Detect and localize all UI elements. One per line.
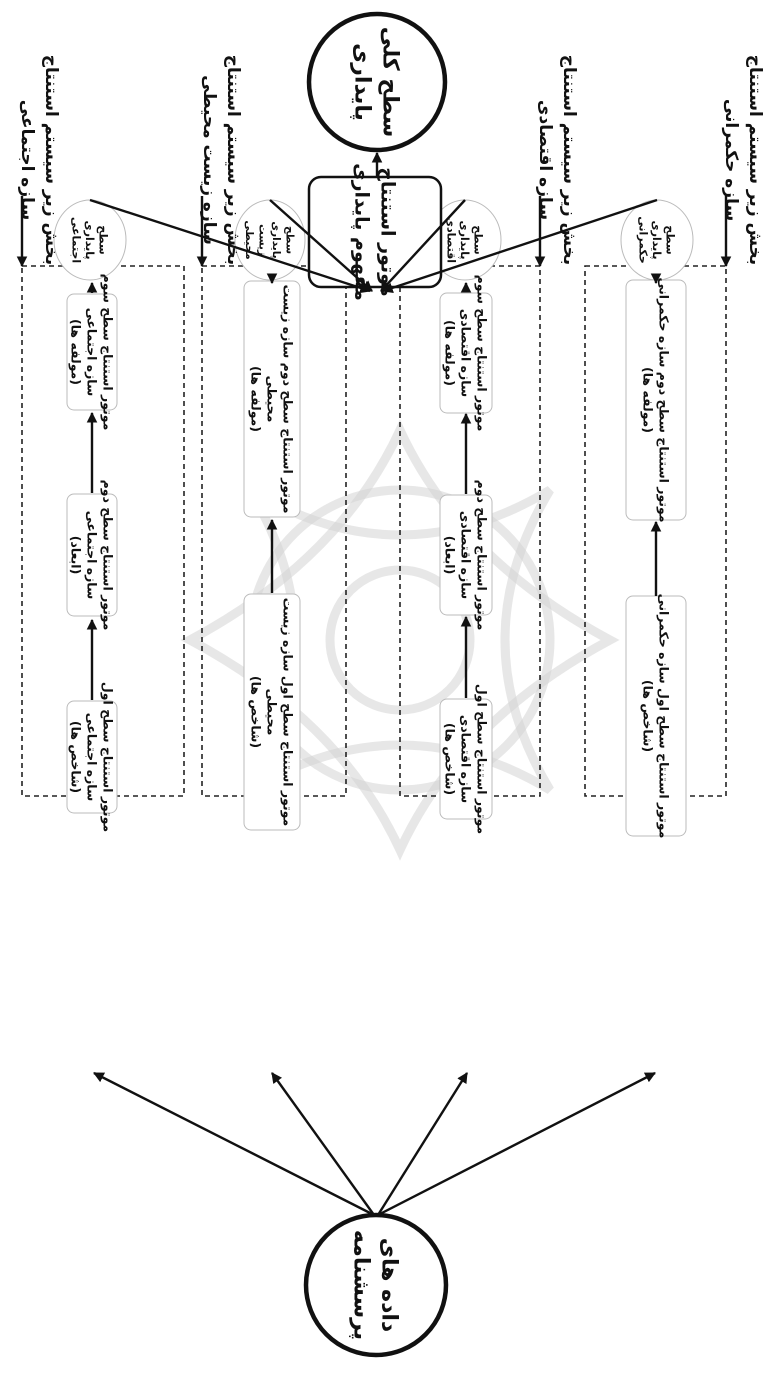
level-label-environmental-line: محیطی bbox=[243, 220, 255, 259]
output-label-social: بخش زیر سیستم استنتاجسازه اجتماعی bbox=[17, 55, 61, 265]
stage-label-environmental-2: موتور استنتاج سطح دوم سازه زیستمحیطی(مول… bbox=[249, 285, 296, 514]
stage-label-social-2-line: سازه اجتماعی bbox=[85, 511, 100, 600]
overall-level-label: سطح کلیپایداری bbox=[349, 27, 402, 138]
output-label-governance: بخش زیر سیستم استنتاجسازه حکمرانی bbox=[721, 55, 765, 265]
stage-label-social-1: موتور استنتاج سطح اولسازه اجتماعی(شاخص ه… bbox=[69, 682, 116, 832]
stage-label-governance-1-line: موتور استنتاج سطح اول سازه حکمرانی bbox=[657, 594, 672, 839]
level-label-governance-line: سطح bbox=[664, 225, 677, 254]
level-label-governance-line: حکمرانی bbox=[637, 216, 650, 264]
sustainability-engine-label: موتور استنتاجمفهوم پایداری bbox=[350, 163, 398, 301]
output-label-environmental-line: بخش زیر سیستم استنتاج bbox=[223, 55, 243, 265]
arrow-data-to-gov bbox=[377, 1071, 656, 1217]
output-label-governance-line: سازه حکمرانی bbox=[721, 99, 741, 221]
stage-label-economic-1: موتور استنتاج سطح اولسازه اقتصادی(شاخص ه… bbox=[443, 684, 490, 834]
level-label-governance-line: پایداری bbox=[650, 221, 663, 260]
stage-label-governance-2: موتور استنتاج سطح دوم سازه حکمرانی(مولفه… bbox=[641, 277, 672, 522]
questionnaire-label: داده هایپرسشنامه bbox=[348, 1230, 401, 1340]
stage-label-environmental-2-line: (مولفه ها) bbox=[249, 366, 264, 432]
questionnaire-label-line: پرسشنامه bbox=[348, 1230, 373, 1340]
stage-label-environmental-1-line: محیطی bbox=[265, 689, 280, 736]
stage-label-environmental-1-line: موتور استنتاج سطح اول سازه زیست bbox=[281, 598, 296, 826]
level-label-environmental-line: پایداری bbox=[270, 221, 282, 258]
questionnaire-circle bbox=[303, 1212, 449, 1358]
arrow-social-level-to-inference bbox=[89, 198, 372, 294]
stage-label-economic-1-line: سازه اقتصادی bbox=[459, 715, 474, 803]
level-label-social: سطحپایداریاجتماعی bbox=[70, 217, 110, 263]
stage-label-economic-3: موتور استنتاج سطح سومسازه اقتصادی(مولفه … bbox=[443, 275, 490, 432]
sustainability-engine-label-line: موتور استنتاج bbox=[376, 167, 398, 297]
stage-label-economic-1-line: (شاخص ها) bbox=[443, 723, 458, 795]
overall-level-label-line: سطح کلی bbox=[377, 27, 402, 138]
level-label-social-line: اجتماعی bbox=[70, 217, 83, 263]
level-label-economic-line: پایداری bbox=[458, 221, 471, 260]
stage-label-social-3: موتور استنتاج سطح سومسازه اجتماعی(مولفه … bbox=[69, 274, 116, 431]
stage-label-governance-2-line: موتور استنتاج سطح دوم سازه حکمرانی bbox=[656, 277, 672, 522]
stage-label-social-1-line: سازه اجتماعی bbox=[85, 713, 100, 802]
overall-level-label-line: پایداری bbox=[349, 43, 374, 121]
stage-label-economic-2-line: (ابعاد) bbox=[443, 536, 458, 575]
level-label-environmental-line: سطح bbox=[284, 226, 296, 254]
level-label-social-line: سطح bbox=[97, 225, 110, 254]
output-label-environmental-line: سازه زیست محیطی bbox=[199, 75, 219, 245]
level-label-social-line: پایداری bbox=[83, 221, 96, 260]
sustainability-engine-label-line: مفهوم پایداری bbox=[350, 163, 372, 301]
level-label-environmental: سطحپایداریزیستمحیطی bbox=[243, 220, 296, 259]
stage-boxes bbox=[66, 279, 687, 837]
level-label-economic: سطحپایداریاقتصادی bbox=[445, 217, 485, 263]
stage-label-economic-3-line: موتور استنتاج سطح سوم bbox=[474, 275, 490, 432]
level-label-environmental-line: زیست bbox=[257, 224, 269, 256]
arrow-data-to-env bbox=[271, 1072, 375, 1216]
level-label-economic-line: سطح bbox=[472, 225, 485, 254]
stage-label-social-3-line: (مولفه ها) bbox=[69, 319, 84, 385]
stage-label-environmental-1: موتور استنتاج سطح اول سازه زیستمحیطی(شاخ… bbox=[249, 598, 296, 826]
arrow-data-to-econ bbox=[376, 1072, 469, 1216]
stage-label-social-2-line: (ابعاد) bbox=[69, 536, 84, 575]
stage-label-economic-3-line: (مولفه ها) bbox=[443, 320, 458, 386]
output-label-economic-line: سازه اقتصادی bbox=[535, 100, 555, 220]
stage-label-economic-3-line: سازه اقتصادی bbox=[459, 309, 474, 397]
stage-label-governance-2-line: (مولفه ها) bbox=[641, 367, 656, 433]
stage-box-env-1 bbox=[243, 593, 301, 831]
stage-label-social-3-line: موتور استنتاج سطح سوم bbox=[100, 274, 116, 431]
output-label-governance-line: بخش زیر سیستم استنتاج bbox=[745, 55, 765, 265]
stage-box-social-3 bbox=[66, 293, 118, 411]
stage-label-governance-1: موتور استنتاج سطح اول سازه حکمرانی(شاخص … bbox=[641, 594, 672, 839]
output-label-economic-line: بخش زیر سیستم استنتاج bbox=[559, 55, 579, 265]
stage-label-social-2-line: موتور استنتاج سطح دوم bbox=[100, 480, 116, 631]
stage-label-economic-2: موتور استنتاج سطح دومسازه اقتصادی(ابعاد) bbox=[443, 480, 490, 631]
arrow-gov-level-to-inference bbox=[381, 198, 658, 294]
arrow-env-level-to-inference bbox=[269, 199, 373, 292]
questionnaire-label-line: داده های bbox=[376, 1238, 401, 1332]
overall-level-circle bbox=[306, 11, 448, 153]
stage-label-environmental-2-line: محیطی bbox=[265, 376, 280, 423]
level-label-economic-line: اقتصادی bbox=[445, 217, 458, 263]
stage-label-social-1-line: موتور استنتاج سطح اول bbox=[101, 682, 116, 832]
stage-label-social-3-line: سازه اجتماعی bbox=[85, 308, 100, 397]
output-label-social-line: سازه اجتماعی bbox=[17, 100, 37, 220]
sustainability-inference-box bbox=[307, 175, 443, 289]
output-label-social-line: بخش زیر سیستم استنتاج bbox=[41, 55, 61, 265]
stage-box-econ-2 bbox=[439, 494, 493, 616]
output-label-economic: بخش زیر سیستم استنتاجسازه اقتصادی bbox=[535, 55, 579, 265]
stage-label-economic-2-line: سازه اقتصادی bbox=[459, 511, 474, 599]
arrow-data-to-social bbox=[93, 1071, 375, 1217]
stage-box-social-1 bbox=[66, 700, 118, 814]
stage-label-social-2: موتور استنتاج سطح دومسازه اجتماعی(ابعاد) bbox=[69, 480, 116, 631]
stage-label-economic-1-line: موتور استنتاج سطح اول bbox=[475, 684, 490, 834]
stage-label-social-1-line: (شاخص ها) bbox=[69, 721, 84, 793]
level-label-governance: سطحپایداریحکمرانی bbox=[637, 216, 677, 264]
stage-label-economic-2-line: موتور استنتاج سطح دوم bbox=[474, 480, 490, 631]
stage-box-econ-1 bbox=[439, 698, 493, 820]
output-label-environmental: بخش زیر سیستم استنتاجسازه زیست محیطی bbox=[199, 55, 243, 265]
connections bbox=[16, 151, 732, 1217]
stage-label-environmental-1-line: (شاخص ها) bbox=[249, 676, 264, 748]
stage-label-environmental-2-line: موتور استنتاج سطح دوم سازه زیست bbox=[280, 285, 296, 514]
stage-label-governance-1-line: (شاخص ها) bbox=[641, 680, 656, 752]
arrow-econ-level-to-inference bbox=[380, 199, 466, 292]
stage-box-social-2 bbox=[66, 493, 118, 617]
